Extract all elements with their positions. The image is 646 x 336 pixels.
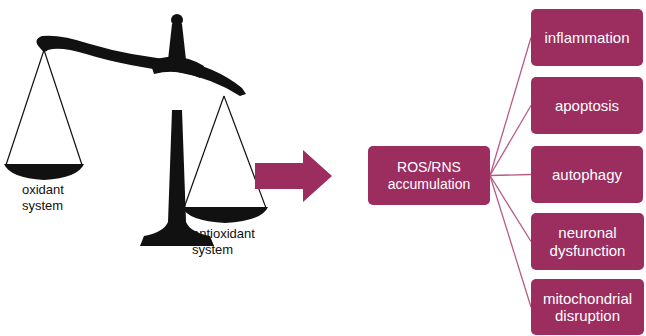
box-label: apoptosis — [549, 97, 625, 114]
box-label: neuronal dysfunction — [531, 224, 644, 259]
fan-line — [490, 106, 531, 176]
effect-box: apoptosis — [531, 77, 643, 134]
fan-line — [490, 175, 531, 176]
fan-line — [490, 176, 531, 242]
pan-string — [6, 50, 44, 165]
pan-string — [184, 96, 224, 208]
fan-line — [490, 176, 531, 308]
pan-label: antioxidant system — [192, 226, 272, 257]
box-label: mitochondrial disruption — [531, 290, 644, 325]
effect-box: neuronal dysfunction — [531, 213, 644, 270]
pan-string — [44, 50, 82, 165]
scale-beam — [36, 36, 246, 96]
left-pan — [4, 164, 84, 180]
box-label: inflammation — [538, 29, 635, 46]
effect-box: mitochondrial disruption — [531, 279, 644, 335]
right-pan — [182, 207, 268, 223]
source-box: ROS/RNS accumulation — [368, 146, 490, 205]
pan-label: oxidant system — [22, 182, 92, 213]
effect-box: autophagy — [531, 146, 643, 203]
fan-line — [490, 38, 531, 176]
box-label: ROS/RNS accumulation — [368, 159, 490, 191]
scale-stand — [140, 110, 214, 246]
effect-box: inflammation — [531, 9, 643, 66]
box-label: autophagy — [546, 166, 628, 183]
scale-beam-center — [150, 57, 204, 78]
block-arrow — [255, 150, 332, 202]
pan-string — [224, 96, 266, 208]
